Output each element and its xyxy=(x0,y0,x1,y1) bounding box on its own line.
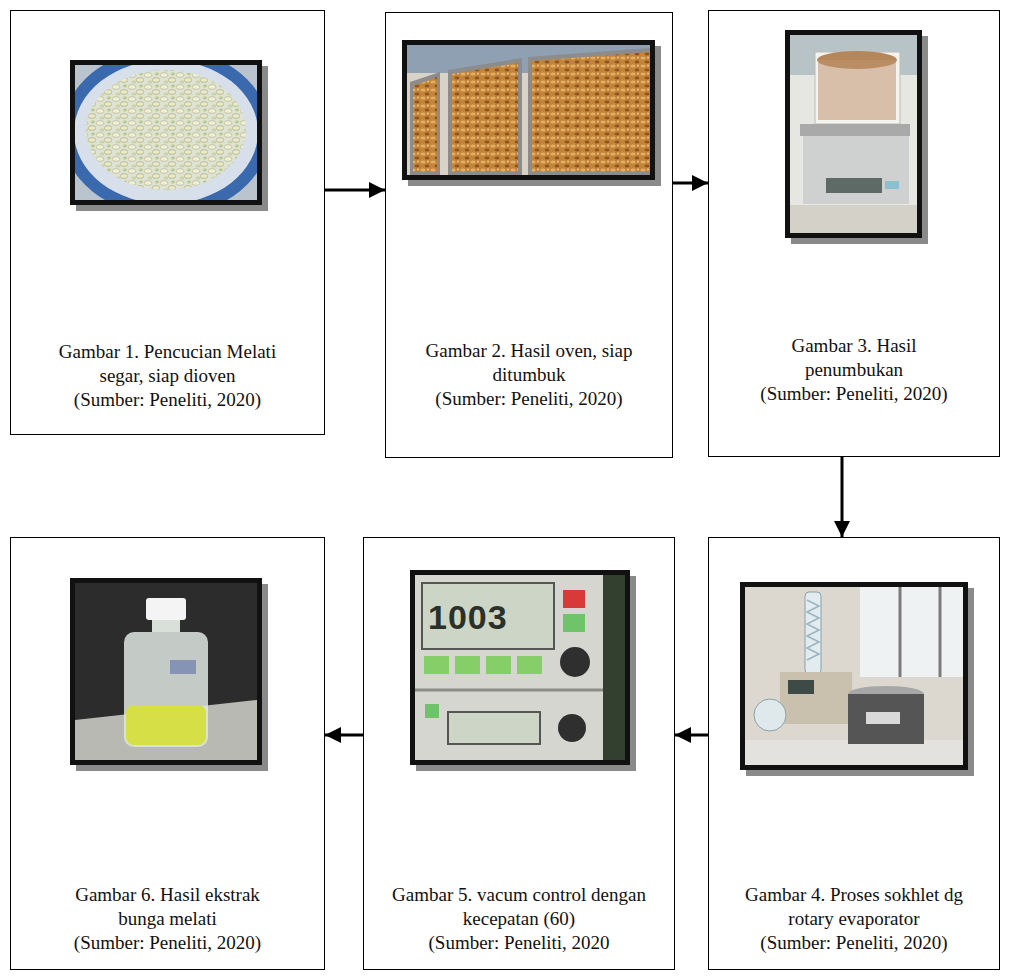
photo-shadow xyxy=(76,584,268,771)
unit-display xyxy=(788,680,814,694)
figure-caption: Gambar 6. Hasil ekstrak bunga melati xyxy=(50,883,285,931)
display-reading: 1003 xyxy=(428,600,508,634)
tray-frame xyxy=(528,48,650,175)
rotary-evaporator-photo xyxy=(740,582,974,776)
window-bar xyxy=(899,587,902,677)
bottle-body xyxy=(124,632,208,747)
side-panel xyxy=(603,575,625,760)
tile-floor xyxy=(75,700,257,760)
window-bar xyxy=(939,587,942,677)
scale-pan xyxy=(800,124,910,136)
scale-body xyxy=(803,136,909,204)
control-knob xyxy=(560,647,590,677)
figure-box: Gambar 1. Pencucian Melati segar, siap d… xyxy=(10,10,325,435)
source-note: (Sumber: Peneliti, 2020) xyxy=(74,931,261,955)
caption-block: Gambar 2. Hasil oven, siap ditumbuk(Sumb… xyxy=(386,339,672,411)
flow-arrow xyxy=(675,734,708,737)
photo-shadow xyxy=(791,36,928,244)
lower-lcd xyxy=(448,712,540,744)
green-button xyxy=(563,614,585,632)
photo-frame xyxy=(785,30,922,238)
figure-box: Gambar 4. Proses sokhlet dg rotary evapo… xyxy=(708,537,1000,970)
source-note: (Sumber: Peneliti, 2020) xyxy=(760,931,947,955)
caption-block: Gambar 3. Hasil penumbukan(Sumber: Penel… xyxy=(709,334,999,406)
tray-frame xyxy=(448,58,522,175)
figure-box: Gambar 6. Hasil ekstrak bunga melati(Sum… xyxy=(10,537,325,970)
photo-frame xyxy=(740,582,968,770)
powder xyxy=(818,60,896,120)
soft-key xyxy=(424,656,449,674)
figure-caption: Gambar 4. Proses sokhlet dg rotary evapo… xyxy=(732,883,977,931)
photo-shadow xyxy=(408,46,661,186)
caption-block: Gambar 4. Proses sokhlet dg rotary evapo… xyxy=(709,883,999,955)
oven-trays-photo xyxy=(402,40,661,186)
photo-frame xyxy=(402,40,655,180)
tray-frame xyxy=(410,72,440,175)
speed-knob xyxy=(558,714,586,742)
caption-block: Gambar 5. vacum control dengan kecepatan… xyxy=(364,883,674,955)
photo-ground xyxy=(75,583,257,760)
bath-display xyxy=(866,712,900,724)
figure-caption: Gambar 3. Hasil penumbukan xyxy=(749,334,959,382)
soft-key xyxy=(486,656,511,674)
photo-shadow xyxy=(416,576,636,771)
figure-caption: Gambar 1. Pencucian Melati segar, siap d… xyxy=(50,340,285,388)
bottle-cap xyxy=(146,598,186,620)
bottle-label xyxy=(170,660,196,674)
motor-unit xyxy=(780,672,852,724)
figure-box: Gambar 5. vacum control dengan kecepatan… xyxy=(363,537,675,970)
figure-box: Gambar 2. Hasil oven, siap ditumbuk(Sumb… xyxy=(385,12,673,458)
extract-bottle-photo xyxy=(70,578,268,771)
scale-display xyxy=(826,178,882,193)
lcd-screen xyxy=(422,583,554,649)
flask xyxy=(754,699,786,731)
flow-arrow xyxy=(325,189,385,192)
device-face xyxy=(415,575,625,760)
photo-ground xyxy=(407,45,650,175)
container xyxy=(815,52,900,124)
soft-key xyxy=(517,656,542,674)
vacuum-controller-photo xyxy=(410,570,636,771)
caption-block: Gambar 1. Pencucian Melati segar, siap d… xyxy=(11,340,324,412)
floor xyxy=(790,205,917,233)
dried-jasmine xyxy=(452,63,518,172)
photo-ground xyxy=(745,587,963,765)
figure-caption: Gambar 5. vacum control dengan kecepatan… xyxy=(374,883,664,931)
condenser xyxy=(805,592,821,674)
bowl-inner xyxy=(75,65,257,200)
bowl-rim xyxy=(75,65,257,200)
yellow-extract xyxy=(126,705,206,745)
figure-caption: Gambar 2. Hasil oven, siap ditumbuk xyxy=(412,339,647,387)
caption-block: Gambar 6. Hasil ekstrak bunga melati(Sum… xyxy=(11,883,324,955)
dried-jasmine xyxy=(532,52,650,172)
power-button xyxy=(425,704,439,718)
window xyxy=(860,587,963,677)
unit-divider xyxy=(415,689,603,692)
water-bath xyxy=(848,694,924,744)
source-note: (Sumber: Peneliti, 2020) xyxy=(74,388,261,412)
jasmine-buds xyxy=(86,70,246,190)
scale-photo xyxy=(785,30,928,244)
photo-frame xyxy=(410,570,630,765)
source-note: (Sumber: Peneliti, 2020 xyxy=(428,931,609,955)
soft-key xyxy=(455,656,480,674)
condenser-coil xyxy=(807,600,819,660)
photo-ground xyxy=(790,35,917,233)
scale-button xyxy=(885,181,899,189)
figure-box: Gambar 3. Hasil penumbukan(Sumber: Penel… xyxy=(708,10,1000,457)
source-note: (Sumber: Peneliti, 2020) xyxy=(760,382,947,406)
dried-jasmine xyxy=(413,77,437,172)
flow-arrow xyxy=(673,182,708,185)
jasmine-bowl-photo xyxy=(62,48,270,216)
source-note: (Sumber: Peneliti, 2020) xyxy=(435,387,622,411)
red-button xyxy=(563,590,585,608)
flow-arrow xyxy=(841,457,844,537)
photo-frame xyxy=(70,578,262,765)
bottle-neck xyxy=(152,620,180,632)
flow-arrow xyxy=(325,734,363,737)
photo-shadow xyxy=(746,588,974,776)
